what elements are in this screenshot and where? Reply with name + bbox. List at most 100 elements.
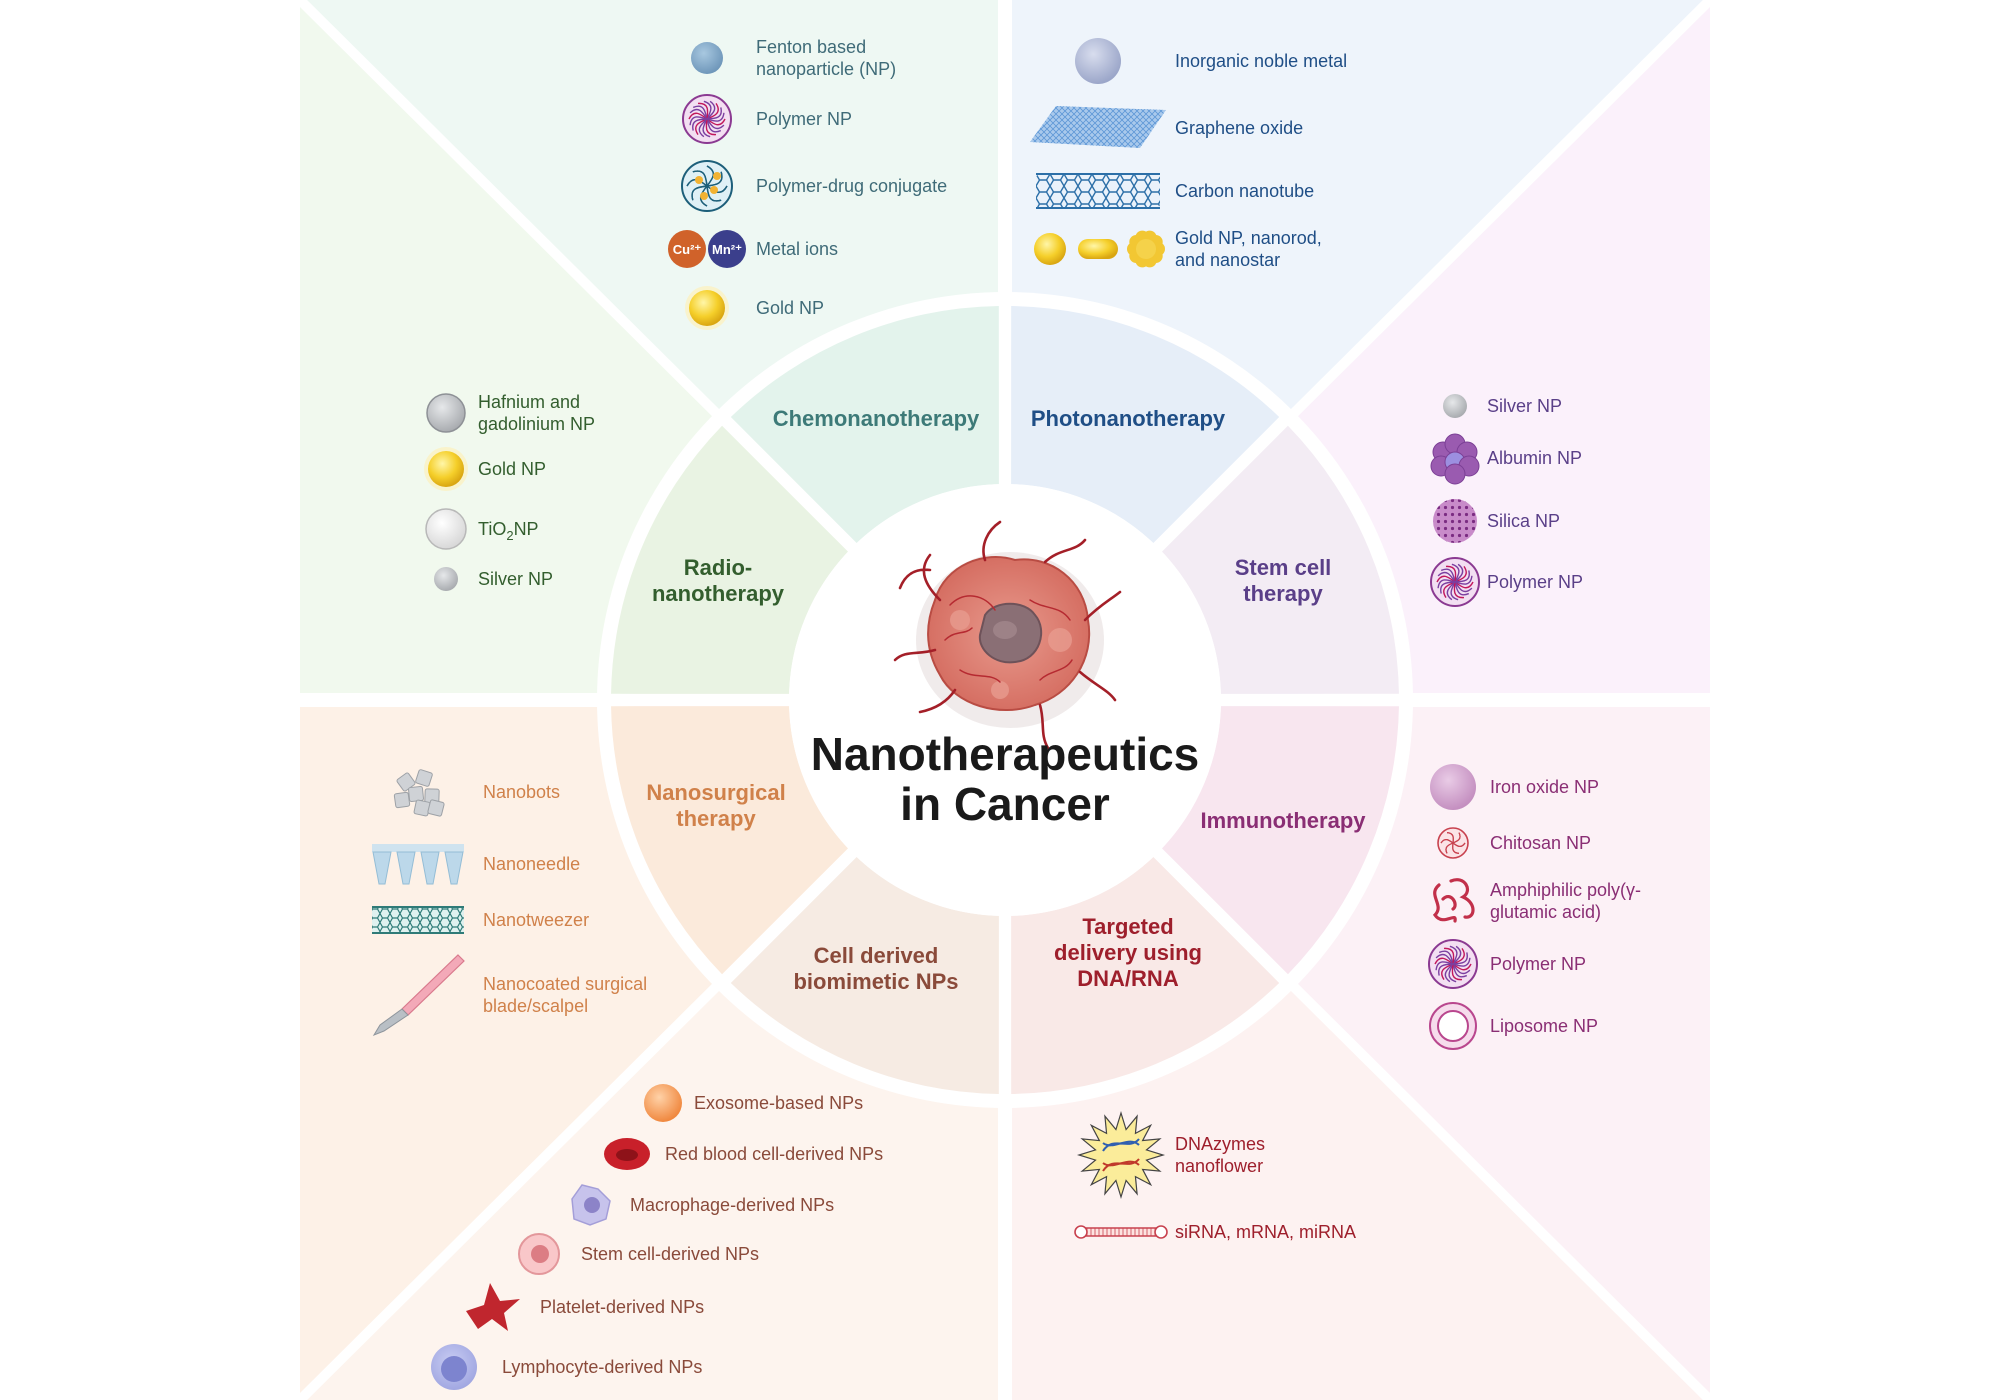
immuno-item: Polymer NP — [1428, 939, 1586, 989]
stem-ring-segment — [1161, 425, 1399, 694]
immuno-panel: Iron oxide NP Chitosan NP Amphiphilic poly… — [1428, 764, 1641, 1050]
cell-item: Red blood cell-derived NPs — [604, 1138, 883, 1170]
stem-item-label: Silica NP — [1487, 511, 1560, 531]
chemo-item-label: Metal ions — [756, 239, 838, 259]
ion-badge-label: Cu²⁺ — [673, 242, 702, 257]
silver-np-icon — [434, 567, 458, 591]
nanosurg-item-label: Nanoneedle — [483, 854, 580, 874]
nanoneedle-icon — [372, 844, 464, 885]
radio-segment-label: Radio- — [684, 555, 752, 580]
radio-item: Silver NP — [434, 567, 553, 591]
iron-oxide-np-icon — [1430, 764, 1476, 810]
cell-item-label: Red blood cell-derived NPs — [665, 1144, 883, 1164]
stem-cell-icon — [518, 1233, 560, 1275]
immuno-item: Iron oxide NP — [1430, 764, 1599, 810]
exosome-icon — [644, 1084, 682, 1122]
cell-ring-segment — [730, 856, 999, 1094]
nanosurg-item: Nanoneedle — [372, 844, 580, 885]
radio-item: TiO2NP — [425, 508, 539, 550]
radio-item: Gold NP — [424, 447, 546, 491]
left-margin — [0, 0, 300, 1400]
stem-item: Silica NP — [1433, 499, 1560, 543]
immuno-segment-label: Immunotherapy — [1200, 808, 1366, 833]
targeted-segment-label: DNA/RNA — [1077, 966, 1179, 991]
silica-np-icon — [1433, 499, 1477, 543]
photo-item-label: Inorganic noble metal — [1175, 51, 1347, 71]
chemo-segment-label: Chemonanotherapy — [773, 406, 980, 431]
targeted-item-label: DNAzymes — [1175, 1134, 1265, 1154]
nanotweezer-icon — [372, 906, 464, 934]
chemo-item-label: nanoparticle (NP) — [756, 59, 896, 79]
stem-item-label: Albumin NP — [1487, 448, 1582, 468]
immuno-item: Chitosan NP — [1437, 827, 1591, 859]
radio-item-label: TiO2NP — [478, 519, 539, 543]
silver-np-icon — [1443, 394, 1467, 418]
scalpel-icon — [372, 954, 465, 1037]
immuno-item: Liposome NP — [1429, 1002, 1598, 1050]
chemo-item-label: Gold NP — [756, 298, 824, 318]
noble-metal-sphere-icon — [1075, 38, 1121, 84]
chemo-item-label: Polymer NP — [756, 109, 852, 129]
center-circle: Nanotherapeutics in Cancer — [789, 484, 1221, 916]
photo-item: Carbon nanotube — [1036, 173, 1314, 209]
photo-item: Graphene oxide — [1030, 106, 1303, 148]
immuno-ring-segment — [1161, 706, 1399, 975]
red-blood-cell-icon — [604, 1138, 650, 1170]
cell-segment-label: biomimetic NPs — [793, 969, 958, 994]
metal-ions-icon — [668, 230, 746, 268]
lymphocyte-icon — [431, 1344, 477, 1390]
immuno-item-label: Amphiphilic poly(γ- — [1490, 880, 1641, 900]
cell-item: Macrophage-derived NPs — [571, 1184, 834, 1226]
photo-item-label: and nanostar — [1175, 250, 1280, 270]
polymer-np-icon — [1428, 939, 1478, 989]
tumor-icon — [893, 520, 1122, 750]
rna-strand-icon — [1074, 1225, 1168, 1239]
immuno-item-label: Iron oxide NP — [1490, 777, 1599, 797]
photo-ring-segment — [1011, 306, 1280, 544]
cell-item: Exosome-based NPs — [644, 1084, 863, 1122]
chitosan-np-icon — [1437, 827, 1469, 859]
chemo-item: Cu²⁺ Mn²⁺ Metal ions — [668, 230, 838, 268]
nanosurg-item-label: Nanobots — [483, 782, 560, 802]
hafnium-np-icon — [426, 393, 466, 433]
nanosurg-item-label: Nanotweezer — [483, 910, 589, 930]
targeted-item: siRNA, mRNA, miRNA — [1074, 1222, 1356, 1242]
chemo-item-label: Polymer-drug conjugate — [756, 176, 947, 196]
title-line-2: in Cancer — [900, 778, 1110, 830]
chemo-ring-segment — [730, 306, 999, 544]
stem-item: Albumin NP — [1430, 433, 1582, 485]
stem-segment-label: Stem cell — [1235, 555, 1332, 580]
chemo-item: Polymer NP — [682, 94, 852, 144]
stem-item: Silver NP — [1443, 394, 1562, 418]
immuno-item: Amphiphilic poly(γ-glutamic acid) — [1432, 878, 1641, 923]
targeted-item-label: nanoflower — [1175, 1156, 1263, 1176]
cell-item: Lymphocyte-derived NPs — [431, 1344, 702, 1390]
photo-item-label: Graphene oxide — [1175, 118, 1303, 138]
nanosurg-segment-label: Nanosurgical — [646, 780, 785, 805]
albumin-np-icon — [1430, 433, 1480, 485]
stem-segment-label: therapy — [1243, 581, 1323, 606]
carbon-nanotube-icon — [1036, 173, 1160, 209]
chemo-item: Gold NP — [685, 286, 824, 330]
radio-ring-segment — [611, 425, 849, 694]
macrophage-icon — [571, 1184, 611, 1226]
nanosurg-item-label: Nanocoated surgical — [483, 974, 647, 994]
cell-item-label: Stem cell-derived NPs — [581, 1244, 759, 1264]
targeted-segment-label: delivery using — [1054, 940, 1202, 965]
immuno-item-label: Polymer NP — [1490, 954, 1586, 974]
title-line-1: Nanotherapeutics — [811, 728, 1200, 780]
ion-badge-label: Mn²⁺ — [712, 242, 742, 257]
radio-segment-label: nanotherapy — [652, 581, 785, 606]
polymer-np-icon — [1430, 557, 1480, 607]
stem-item-label: Polymer NP — [1487, 572, 1583, 592]
photo-item-label: Gold NP, nanorod, — [1175, 228, 1322, 248]
targeted-item-label: siRNA, mRNA, miRNA — [1175, 1222, 1356, 1242]
